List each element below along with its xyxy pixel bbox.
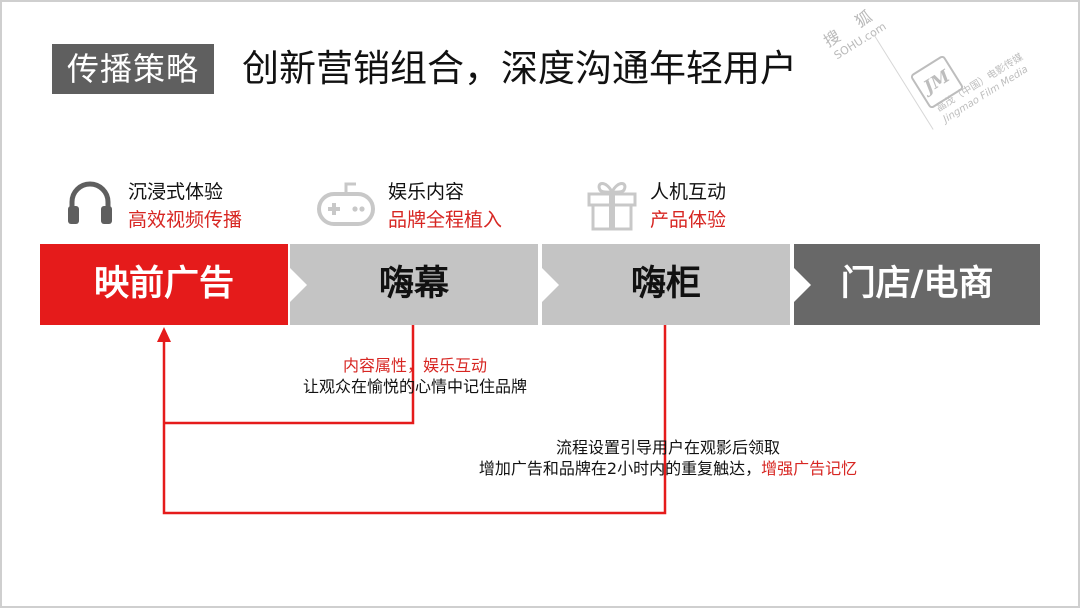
page-title: 创新营销组合，深度沟通年轻用户: [242, 47, 797, 90]
gamepad-icon: [317, 182, 375, 226]
annotation-line-2: 增加广告和品牌在2小时内的重复触达，增强广告记忆: [430, 458, 906, 479]
annotation-line-2-black: 增加广告和品牌在2小时内的重复触达，: [478, 459, 762, 478]
stage-label: 门店/电商: [840, 264, 994, 304]
chevron-notch: [542, 268, 559, 302]
annotation-red-line: 内容属性，娱乐互动: [342, 356, 487, 375]
feature-label: 娱乐内容: [388, 181, 465, 203]
stage-store-ecommerce: 门店/电商: [794, 244, 1040, 325]
stage-label: 映前广告: [93, 264, 234, 304]
feature-sub: 品牌全程植入: [388, 209, 503, 231]
stage-hi-screen: 嗨幕: [290, 244, 538, 325]
feature-immersive: 沉浸式体验 高效视频传播: [66, 178, 266, 238]
feature-sub: 高效视频传播: [128, 209, 243, 231]
arrow-up-icon: [157, 327, 171, 342]
stage-pre-show-ad: 映前广告: [40, 244, 288, 325]
chevron-notch: [794, 268, 811, 302]
connector-hi-cabinet: [162, 325, 667, 515]
stage-hi-cabinet: 嗨柜: [542, 244, 790, 325]
stage-label: 嗨柜: [630, 264, 701, 304]
headphones-icon: [68, 181, 112, 224]
annotation-black-line: 让观众在愉悦的心情中记住品牌: [302, 377, 527, 396]
annotation-hi-screen: 内容属性，娱乐互动 让观众在愉悦的心情中记住品牌: [270, 355, 560, 397]
annotation-hi-cabinet: 流程设置引导用户在观影后领取 增加广告和品牌在2小时内的重复触达，增强广告记忆: [430, 437, 906, 479]
section-label: 传播策略: [52, 44, 214, 94]
feature-interaction: 人机互动 产品体验: [586, 178, 756, 238]
stage-label: 嗨幕: [378, 264, 449, 304]
annotation-line-2-red: 增强广告记忆: [761, 459, 858, 478]
feature-label: 人机互动: [650, 181, 727, 203]
gift-icon: [587, 182, 637, 231]
feature-entertainment: 娱乐内容 品牌全程植入: [316, 178, 526, 238]
feature-sub: 产品体验: [650, 209, 727, 231]
chevron-notch: [290, 268, 307, 302]
connector-hi-screen: [164, 325, 415, 425]
feature-label: 沉浸式体验: [128, 181, 224, 203]
annotation-line-1: 流程设置引导用户在观影后领取: [555, 438, 780, 457]
